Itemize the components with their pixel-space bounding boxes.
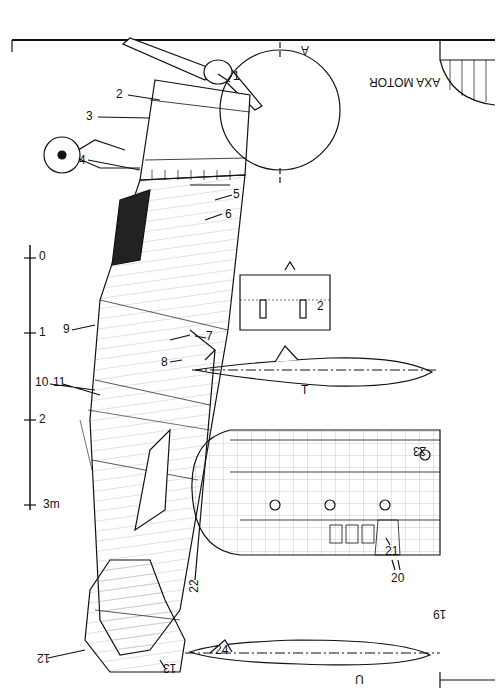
callout-number: 10 [34,376,49,388]
callout-number: 5 [232,188,241,200]
callout-number: 0 [38,250,47,262]
callout-number: T [300,384,309,396]
callout-number: 19 [432,608,447,620]
callout-number: 4 [78,154,87,166]
callout-number: A [300,44,310,56]
callout-number: 21 [384,545,399,557]
axis-label: AXA MOTOR [368,76,441,88]
callout-number: 13 [162,662,177,674]
callout-number: 22 [188,578,200,593]
callout-number: 1 [232,70,241,82]
callout-number: 7 [205,330,214,342]
callout-number: 8 [160,356,169,368]
callout-number: 6 [224,208,233,220]
callout-number: 11 [52,376,66,388]
callout-number: U [354,673,365,685]
callout-number: 9 [62,323,71,335]
callout-number: 1 [38,326,47,338]
callout-number: 2 [38,413,47,425]
callout-number: 12 [36,652,51,664]
callout-number: 23 [412,445,427,457]
callout-number: 2 [115,88,124,100]
callout-number: 3m [42,498,61,510]
callout-number: 24 [214,644,229,656]
callout-number: 3 [85,110,94,122]
callout-number: 2 [316,300,325,312]
callout-number: 20 [390,572,405,584]
